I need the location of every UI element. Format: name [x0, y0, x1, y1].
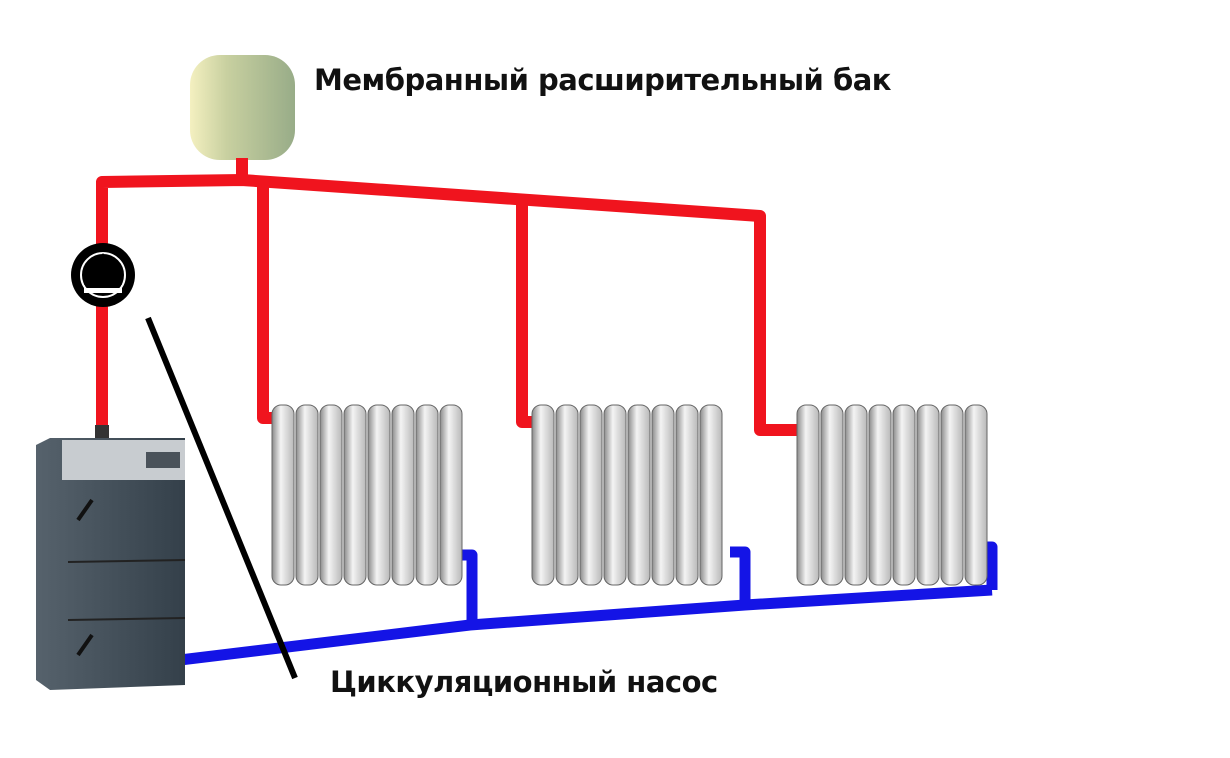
radiator-2 [531, 404, 723, 586]
radiator-section [651, 404, 675, 586]
return-branch-1 [460, 549, 478, 625]
circulation-pump-label: Циккуляционный насос [330, 665, 718, 699]
radiator-section [439, 404, 463, 586]
expansion-tank-label: Мембранный расширительный бак [314, 63, 891, 97]
supply-main [96, 174, 800, 436]
supply-branch-2 [516, 202, 542, 428]
radiator-section [844, 404, 868, 586]
radiator-section [675, 404, 699, 586]
radiator-section [699, 404, 723, 586]
radiator-section [940, 404, 964, 586]
radiator-section [579, 404, 603, 586]
radiator-section [271, 404, 295, 586]
radiator-section [391, 404, 415, 586]
radiator-section [319, 404, 343, 586]
radiator-section [820, 404, 844, 586]
radiator-section [868, 404, 892, 586]
radiator-section [916, 404, 940, 586]
supply-branch-1 [257, 184, 282, 424]
circulation-pump-icon [71, 243, 135, 307]
expansion-tank [190, 55, 295, 178]
radiator-section [555, 404, 579, 586]
radiator-section [531, 404, 555, 586]
boiler [36, 425, 186, 690]
radiator-section [343, 404, 367, 586]
radiator-section [627, 404, 651, 586]
return-branch-2 [730, 546, 751, 605]
radiator-section [796, 404, 820, 586]
radiator-3 [796, 404, 988, 586]
radiator-section [415, 404, 439, 586]
pump-pointer-line [145, 316, 298, 680]
radiator-section [367, 404, 391, 586]
return-main [179, 584, 993, 666]
radiator-section [892, 404, 916, 586]
return-pipes [179, 541, 998, 666]
radiator-section [964, 404, 988, 586]
supply-pipes [96, 174, 800, 436]
radiator-section [603, 404, 627, 586]
radiator-1 [271, 404, 463, 586]
radiator-section [295, 404, 319, 586]
